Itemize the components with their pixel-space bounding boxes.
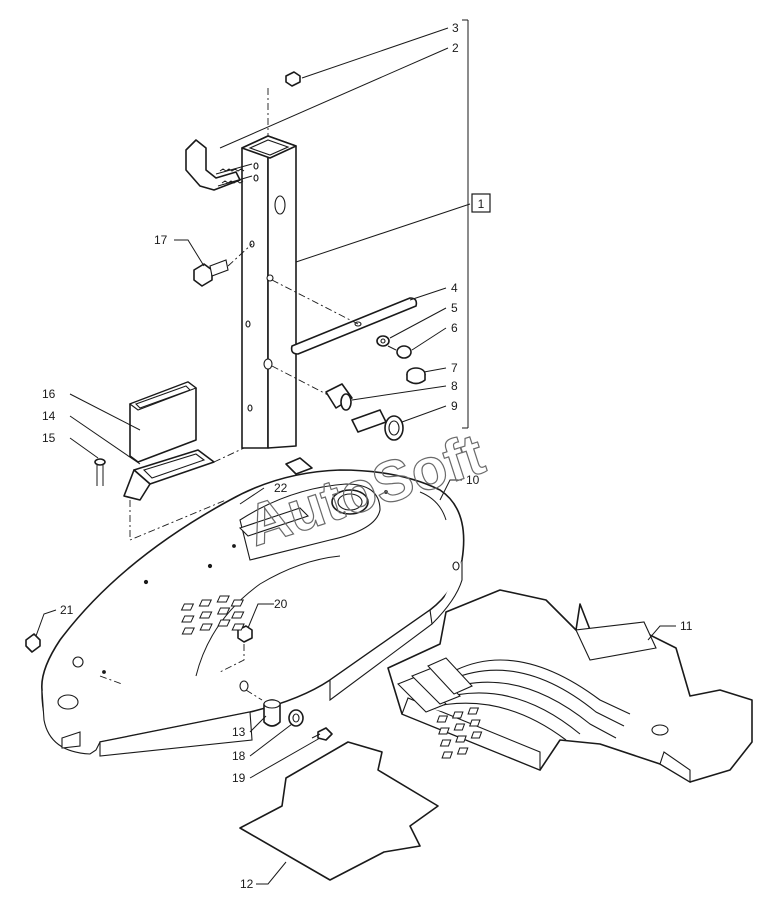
callout-17: 17 — [154, 233, 168, 247]
part-4-strap-plate — [271, 279, 418, 355]
callout-13: 13 — [232, 725, 246, 739]
part-3-nut — [267, 71, 301, 136]
callout-5: 5 — [451, 301, 458, 315]
callout-labels: 1 2 3 4 5 6 7 8 9 10 11 12 13 14 15 16 1… — [42, 21, 693, 891]
callout-1-box — [471, 193, 491, 213]
mat-grid-right — [436, 707, 483, 759]
callout-14: 14 — [42, 409, 56, 423]
callout-22: 22 — [274, 481, 288, 495]
callout-10: 10 — [466, 473, 480, 487]
part-19-bolt — [311, 727, 333, 741]
callout-20: 20 — [274, 597, 288, 611]
leader-lines — [35, 27, 676, 885]
callout-16: 16 — [42, 387, 56, 401]
part-21-screw — [25, 633, 41, 653]
part-12-flat-mat — [239, 741, 439, 881]
assembly-bracket — [462, 19, 469, 429]
callout-6: 6 — [451, 321, 458, 335]
callout-19: 19 — [232, 771, 246, 785]
callout-4: 4 — [451, 281, 458, 295]
part-14-bezel — [123, 449, 215, 501]
mat-grid-top — [180, 595, 245, 635]
tray-mount-dashes — [129, 447, 245, 541]
part-6-screw — [387, 345, 412, 359]
callout-8: 8 — [451, 379, 458, 393]
part-10-console-housing — [41, 457, 465, 757]
lower-dash — [245, 689, 263, 701]
part-17-bolt — [193, 243, 253, 287]
callout-7: 7 — [451, 361, 458, 375]
part-8-socket — [271, 365, 353, 411]
part-2-bracket-hook — [185, 139, 253, 191]
callout-15: 15 — [42, 431, 56, 445]
part-11-floor-mat — [180, 589, 753, 783]
callout-1: 1 — [478, 197, 485, 211]
callout-2: 2 — [452, 41, 459, 55]
callout-11: 11 — [680, 619, 693, 633]
callout-9: 9 — [451, 399, 458, 413]
part-9-lighter-plug — [351, 409, 404, 441]
part-15-screw — [94, 458, 106, 486]
callout-21: 21 — [60, 603, 74, 617]
part-18-washer — [288, 709, 304, 727]
callout-12: 12 — [240, 877, 254, 891]
part-1-vertical-post — [241, 135, 297, 449]
part-7-cap — [406, 367, 426, 385]
part-16-tray — [128, 381, 198, 463]
callout-3: 3 — [452, 21, 459, 35]
left-dash — [99, 675, 123, 685]
callout-18: 18 — [232, 749, 246, 763]
part-5-washer — [376, 335, 390, 347]
part-13-spacer — [263, 699, 281, 727]
